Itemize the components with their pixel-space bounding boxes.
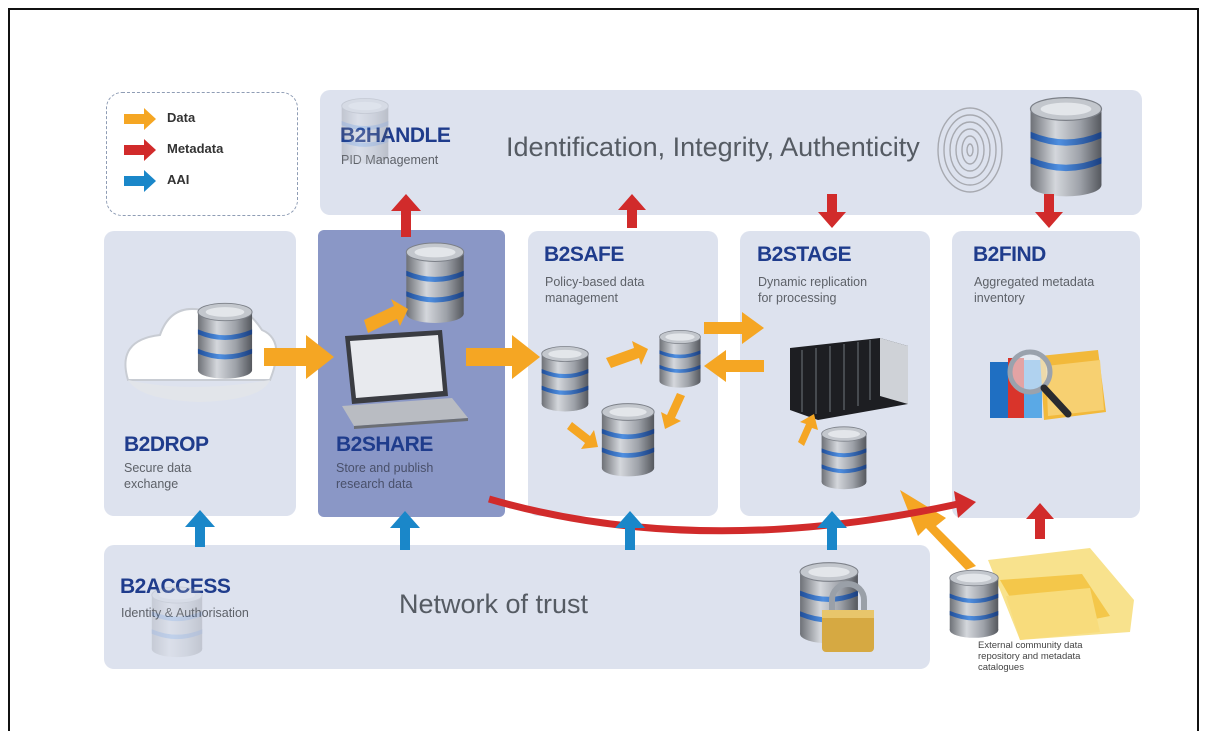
b2safe-title: B2SAFE	[544, 243, 624, 266]
b2share-title: B2SHARE	[336, 433, 433, 456]
server-rack-icon	[790, 338, 908, 420]
b2handle-tagline: Identification, Integrity, Authenticity	[506, 132, 920, 162]
b2safe-database-3-icon	[601, 403, 655, 477]
external-repository-caption: External community data repository and m…	[978, 640, 1083, 673]
b2stage-subtitle-1: Dynamic replication	[758, 275, 868, 289]
b2safe-to-b2stage-arrow	[704, 312, 764, 344]
legend-metadata-arrow-icon	[124, 139, 156, 161]
b2stage-database-icon	[821, 426, 867, 490]
b2access-to-b2safe-arrow	[615, 511, 645, 550]
legend: Data Metadata AAI	[106, 92, 298, 216]
b2drop-database-icon	[197, 302, 253, 380]
b2access-tagline: Network of trust	[399, 589, 589, 619]
fingerprint-icon	[937, 107, 1003, 193]
b2share-to-b2safe-arrow	[466, 335, 540, 379]
b2safe-to-b2handle-arrow	[618, 194, 646, 228]
b2access-to-b2drop-arrow	[185, 510, 215, 547]
b2safe-database-1-icon	[541, 346, 589, 412]
b2drop-title: B2DROP	[124, 433, 209, 456]
b2access-panel: B2ACCESS Identity & Authorisation Networ…	[104, 545, 930, 669]
folder-search-icon	[990, 349, 1106, 420]
b2handle-faded-database-icon	[341, 98, 389, 164]
b2access-faded-database-icon	[151, 586, 203, 658]
b2drop-subtitle-2: exchange	[124, 477, 179, 491]
legend-data-arrow-icon	[124, 108, 156, 130]
laptop-icon	[342, 330, 468, 429]
b2stage-to-b2safe-arrow	[704, 350, 764, 382]
b2safe-cycle-arrow-2	[661, 393, 685, 429]
b2drop-to-b2share-arrow	[264, 335, 334, 379]
b2find-subtitle-2: inventory	[974, 291, 1025, 305]
b2safe-subtitle-1: Policy-based data	[545, 275, 645, 289]
legend-label-metadata: Metadata	[167, 141, 224, 156]
b2handle-to-b2stage-arrow	[818, 194, 846, 228]
b2handle-panel: B2HANDLE PID Management Identification, …	[320, 90, 1142, 215]
b2find-subtitle-1: Aggregated metadata	[974, 275, 1095, 289]
b2share-subtitle-1: Store and publish	[336, 461, 434, 475]
b2access-to-b2stage-arrow	[817, 511, 847, 550]
b2stage-db-to-rack-arrow	[798, 414, 818, 446]
external-database-icon	[949, 569, 999, 639]
legend-label-data: Data	[167, 110, 196, 125]
metadata-arrows	[391, 194, 1063, 539]
b2handle-to-b2find-arrow	[1035, 194, 1063, 228]
legend-label-aai: AAI	[167, 172, 190, 187]
b2share-to-b2find-metadata-curve	[488, 491, 976, 535]
b2drop-subtitle-1: Secure data	[124, 461, 192, 475]
b2safe-subtitle-2: management	[545, 291, 618, 305]
padlock-icon	[822, 581, 874, 652]
laptop-to-db-arrow	[364, 299, 408, 333]
b2safe-database-2-icon	[659, 330, 701, 388]
legend-swatches	[124, 108, 156, 192]
b2share-database-icon	[405, 242, 465, 324]
b2access-to-b2share-arrow	[390, 511, 420, 550]
b2share-subtitle-2: research data	[336, 477, 413, 491]
external-to-b2find-arrow	[1026, 503, 1054, 539]
b2handle-database-icon	[1029, 96, 1103, 198]
b2find-title: B2FIND	[973, 243, 1046, 266]
b2share-to-b2handle-arrow	[391, 194, 421, 237]
b2stage-subtitle-2: for processing	[758, 291, 837, 305]
aai-arrows	[185, 510, 847, 550]
external-folders-icon	[988, 548, 1134, 640]
b2safe-cycle-arrow-3	[567, 422, 598, 449]
b2stage-title: B2STAGE	[757, 243, 852, 266]
b2safe-cycle-arrow-1	[606, 341, 648, 368]
legend-aai-arrow-icon	[124, 170, 156, 192]
